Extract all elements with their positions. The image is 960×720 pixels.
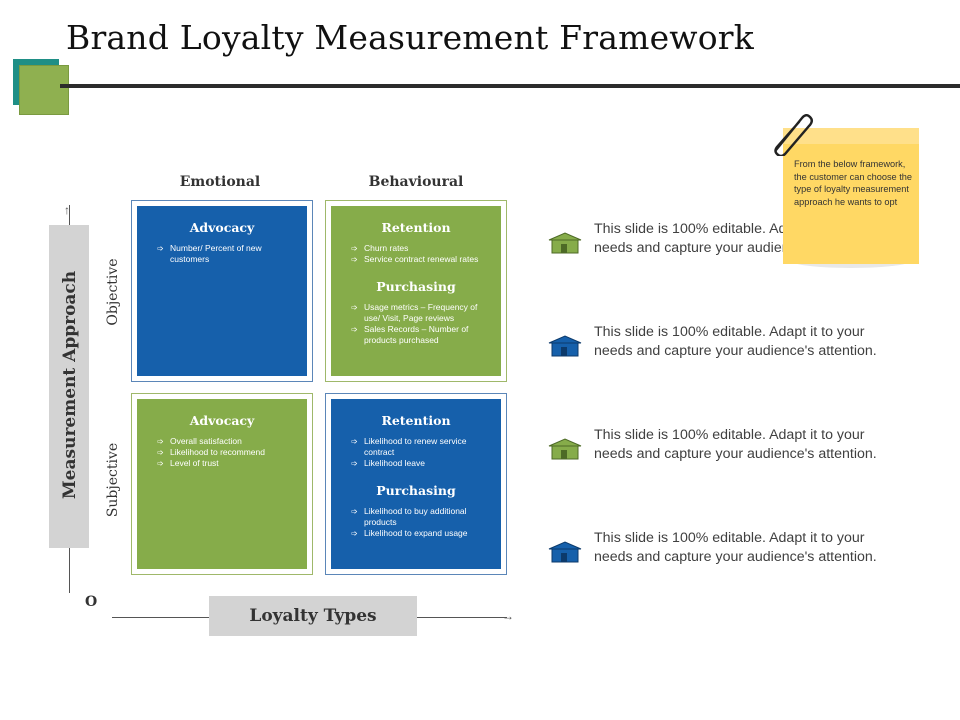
origin-label: O (85, 594, 98, 610)
list-item: Number/ Percent of new customers (157, 243, 295, 265)
y-axis-label-box (49, 225, 89, 548)
box-icon (548, 232, 582, 254)
cell-subjective-behavioural: Retention Likelihood to renew service co… (325, 393, 507, 575)
cell-list: Number/ Percent of new customers (137, 243, 307, 265)
list-item: Usage metrics – Frequency of use/ Visit,… (351, 302, 489, 324)
column-header-emotional: Emotional (179, 174, 261, 190)
cell-body: Advocacy Number/ Percent of new customer… (137, 206, 307, 376)
decor-square-green (19, 65, 69, 115)
cell-heading: Purchasing (376, 483, 456, 498)
y-axis-label: Measurement Approach (60, 270, 80, 500)
sticky-note-text: From the below framework, the customer c… (794, 159, 912, 207)
cell-list: Likelihood to renew service contract Lik… (331, 436, 501, 469)
list-item: Overall satisfaction (157, 436, 295, 447)
box-icon (548, 335, 582, 357)
cell-subjective-emotional: Advocacy Overall satisfaction Likelihood… (131, 393, 313, 575)
x-axis-arrow-icon: → (502, 609, 514, 623)
x-axis-label: Loyalty Types (209, 596, 417, 636)
info-item-2: This slide is 100% editable. Adapt it to… (548, 323, 908, 383)
list-item: Service contract renewal rates (351, 254, 489, 265)
cell-heading: Retention (381, 220, 451, 235)
column-header-behavioural: Behavioural (368, 174, 464, 190)
box-icon (548, 438, 582, 460)
cell-body: Retention Likelihood to renew service co… (331, 399, 501, 569)
box-icon (548, 541, 582, 563)
list-item: Churn rates (351, 243, 489, 254)
cell-list: Churn rates Service contract renewal rat… (331, 243, 501, 265)
list-item: Likelihood leave (351, 458, 489, 469)
y-axis-arrow-icon: ↑ (64, 203, 70, 217)
cell-heading: Purchasing (376, 279, 456, 294)
cell-heading: Retention (381, 413, 451, 428)
row-header-objective: Objective (105, 258, 121, 326)
list-item: Sales Records – Number of products purch… (351, 324, 489, 346)
cell-list: Overall satisfaction Likelihood to recom… (137, 436, 307, 469)
note-paper (783, 128, 919, 264)
list-item: Likelihood to recommend (157, 447, 295, 458)
list-item: Likelihood to expand usage (351, 528, 489, 539)
info-text: This slide is 100% editable. Adapt it to… (594, 427, 877, 462)
cell-list: Likelihood to buy additional products Li… (331, 506, 501, 539)
list-item: Level of trust (157, 458, 295, 469)
cell-list: Usage metrics – Frequency of use/ Visit,… (331, 302, 501, 346)
cell-body: Retention Churn rates Service contract r… (331, 206, 501, 376)
list-item: Likelihood to renew service contract (351, 436, 489, 458)
cell-heading: Advocacy (189, 220, 255, 235)
cell-objective-emotional: Advocacy Number/ Percent of new customer… (131, 200, 313, 382)
cell-body: Advocacy Overall satisfaction Likelihood… (137, 399, 307, 569)
info-item-4: This slide is 100% editable. Adapt it to… (548, 529, 908, 589)
info-text: This slide is 100% editable. Adapt it to… (594, 530, 877, 565)
title-divider (60, 84, 960, 88)
list-item: Likelihood to buy additional products (351, 506, 489, 528)
paperclip-icon (774, 114, 813, 156)
row-header-subjective: Subjective (105, 442, 121, 518)
sticky-note: From the below framework, the customer c… (783, 128, 919, 270)
cell-objective-behavioural: Retention Churn rates Service contract r… (325, 200, 507, 382)
cell-heading: Advocacy (189, 413, 255, 428)
page-title: Brand Loyalty Measurement Framework (66, 18, 754, 57)
info-item-3: This slide is 100% editable. Adapt it to… (548, 426, 908, 486)
info-text: This slide is 100% editable. Adapt it to… (594, 324, 877, 359)
